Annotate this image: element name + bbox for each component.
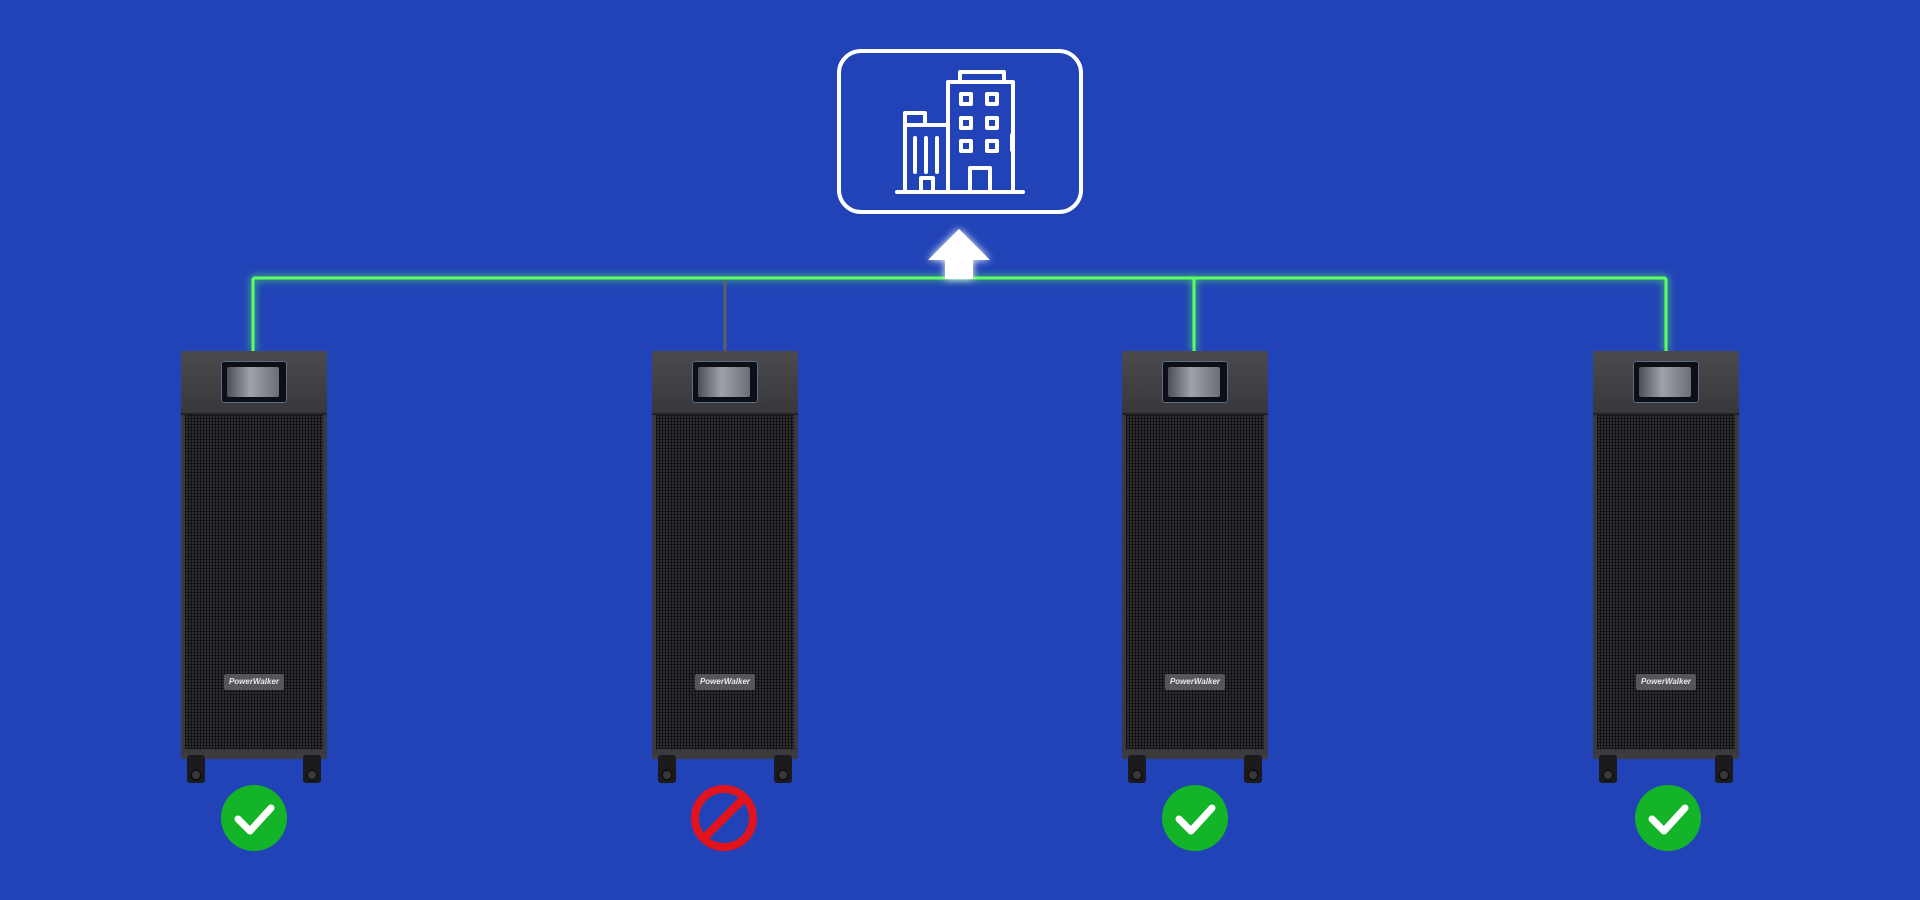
ups-front-grille [181, 415, 327, 755]
building-node [837, 49, 1083, 214]
status-icon-ups-1 [221, 785, 287, 851]
ups-display [1162, 361, 1228, 403]
ups-caster-wheel [1128, 755, 1146, 783]
ups-front-grille [1593, 415, 1739, 755]
ups-base [652, 753, 798, 759]
ups-caster-wheel [1599, 755, 1617, 783]
checkmark-icon [1175, 804, 1216, 835]
ups-caster-wheel [187, 755, 205, 783]
ups-unit-4: PowerWalker [1593, 351, 1739, 783]
ups-caster-wheel [658, 755, 676, 783]
ups-top-panel [181, 351, 327, 415]
ups-brand-logo: PowerWalker [224, 674, 284, 690]
ups-caster-wheel [1244, 755, 1262, 783]
ups-display [692, 361, 758, 403]
ups-front-grille [1122, 415, 1268, 755]
checkmark-icon [1648, 804, 1689, 835]
ups-top-panel [1593, 351, 1739, 415]
ups-top-panel [652, 351, 798, 415]
ups-brand-logo: PowerWalker [695, 674, 755, 690]
ups-caster-wheel [774, 755, 792, 783]
arrow-up-icon [928, 229, 990, 279]
ups-top-panel [1122, 351, 1268, 415]
checkmark-icon [234, 804, 275, 835]
ups-caster-wheel [1715, 755, 1733, 783]
ups-base [1593, 753, 1739, 759]
power-bus [251, 276, 1668, 352]
building-card [837, 49, 1083, 214]
prohibited-icon [691, 785, 757, 851]
ups-brand-logo: PowerWalker [1165, 674, 1225, 690]
ups-unit-1: PowerWalker [181, 351, 327, 783]
ups-front-grille [652, 415, 798, 755]
ups-base [1122, 753, 1268, 759]
ups-brand-logo: PowerWalker [1636, 674, 1696, 690]
ups-unit-3: PowerWalker [1122, 351, 1268, 783]
ups-base [181, 753, 327, 759]
ups-display [221, 361, 287, 403]
building-icon [895, 70, 1025, 194]
ups-display [1633, 361, 1699, 403]
status-icon-ups-4 [1635, 785, 1701, 851]
ups-caster-wheel [303, 755, 321, 783]
ups-unit-2: PowerWalker [652, 351, 798, 783]
status-icon-ups-2 [691, 785, 757, 851]
status-icon-ups-3 [1162, 785, 1228, 851]
